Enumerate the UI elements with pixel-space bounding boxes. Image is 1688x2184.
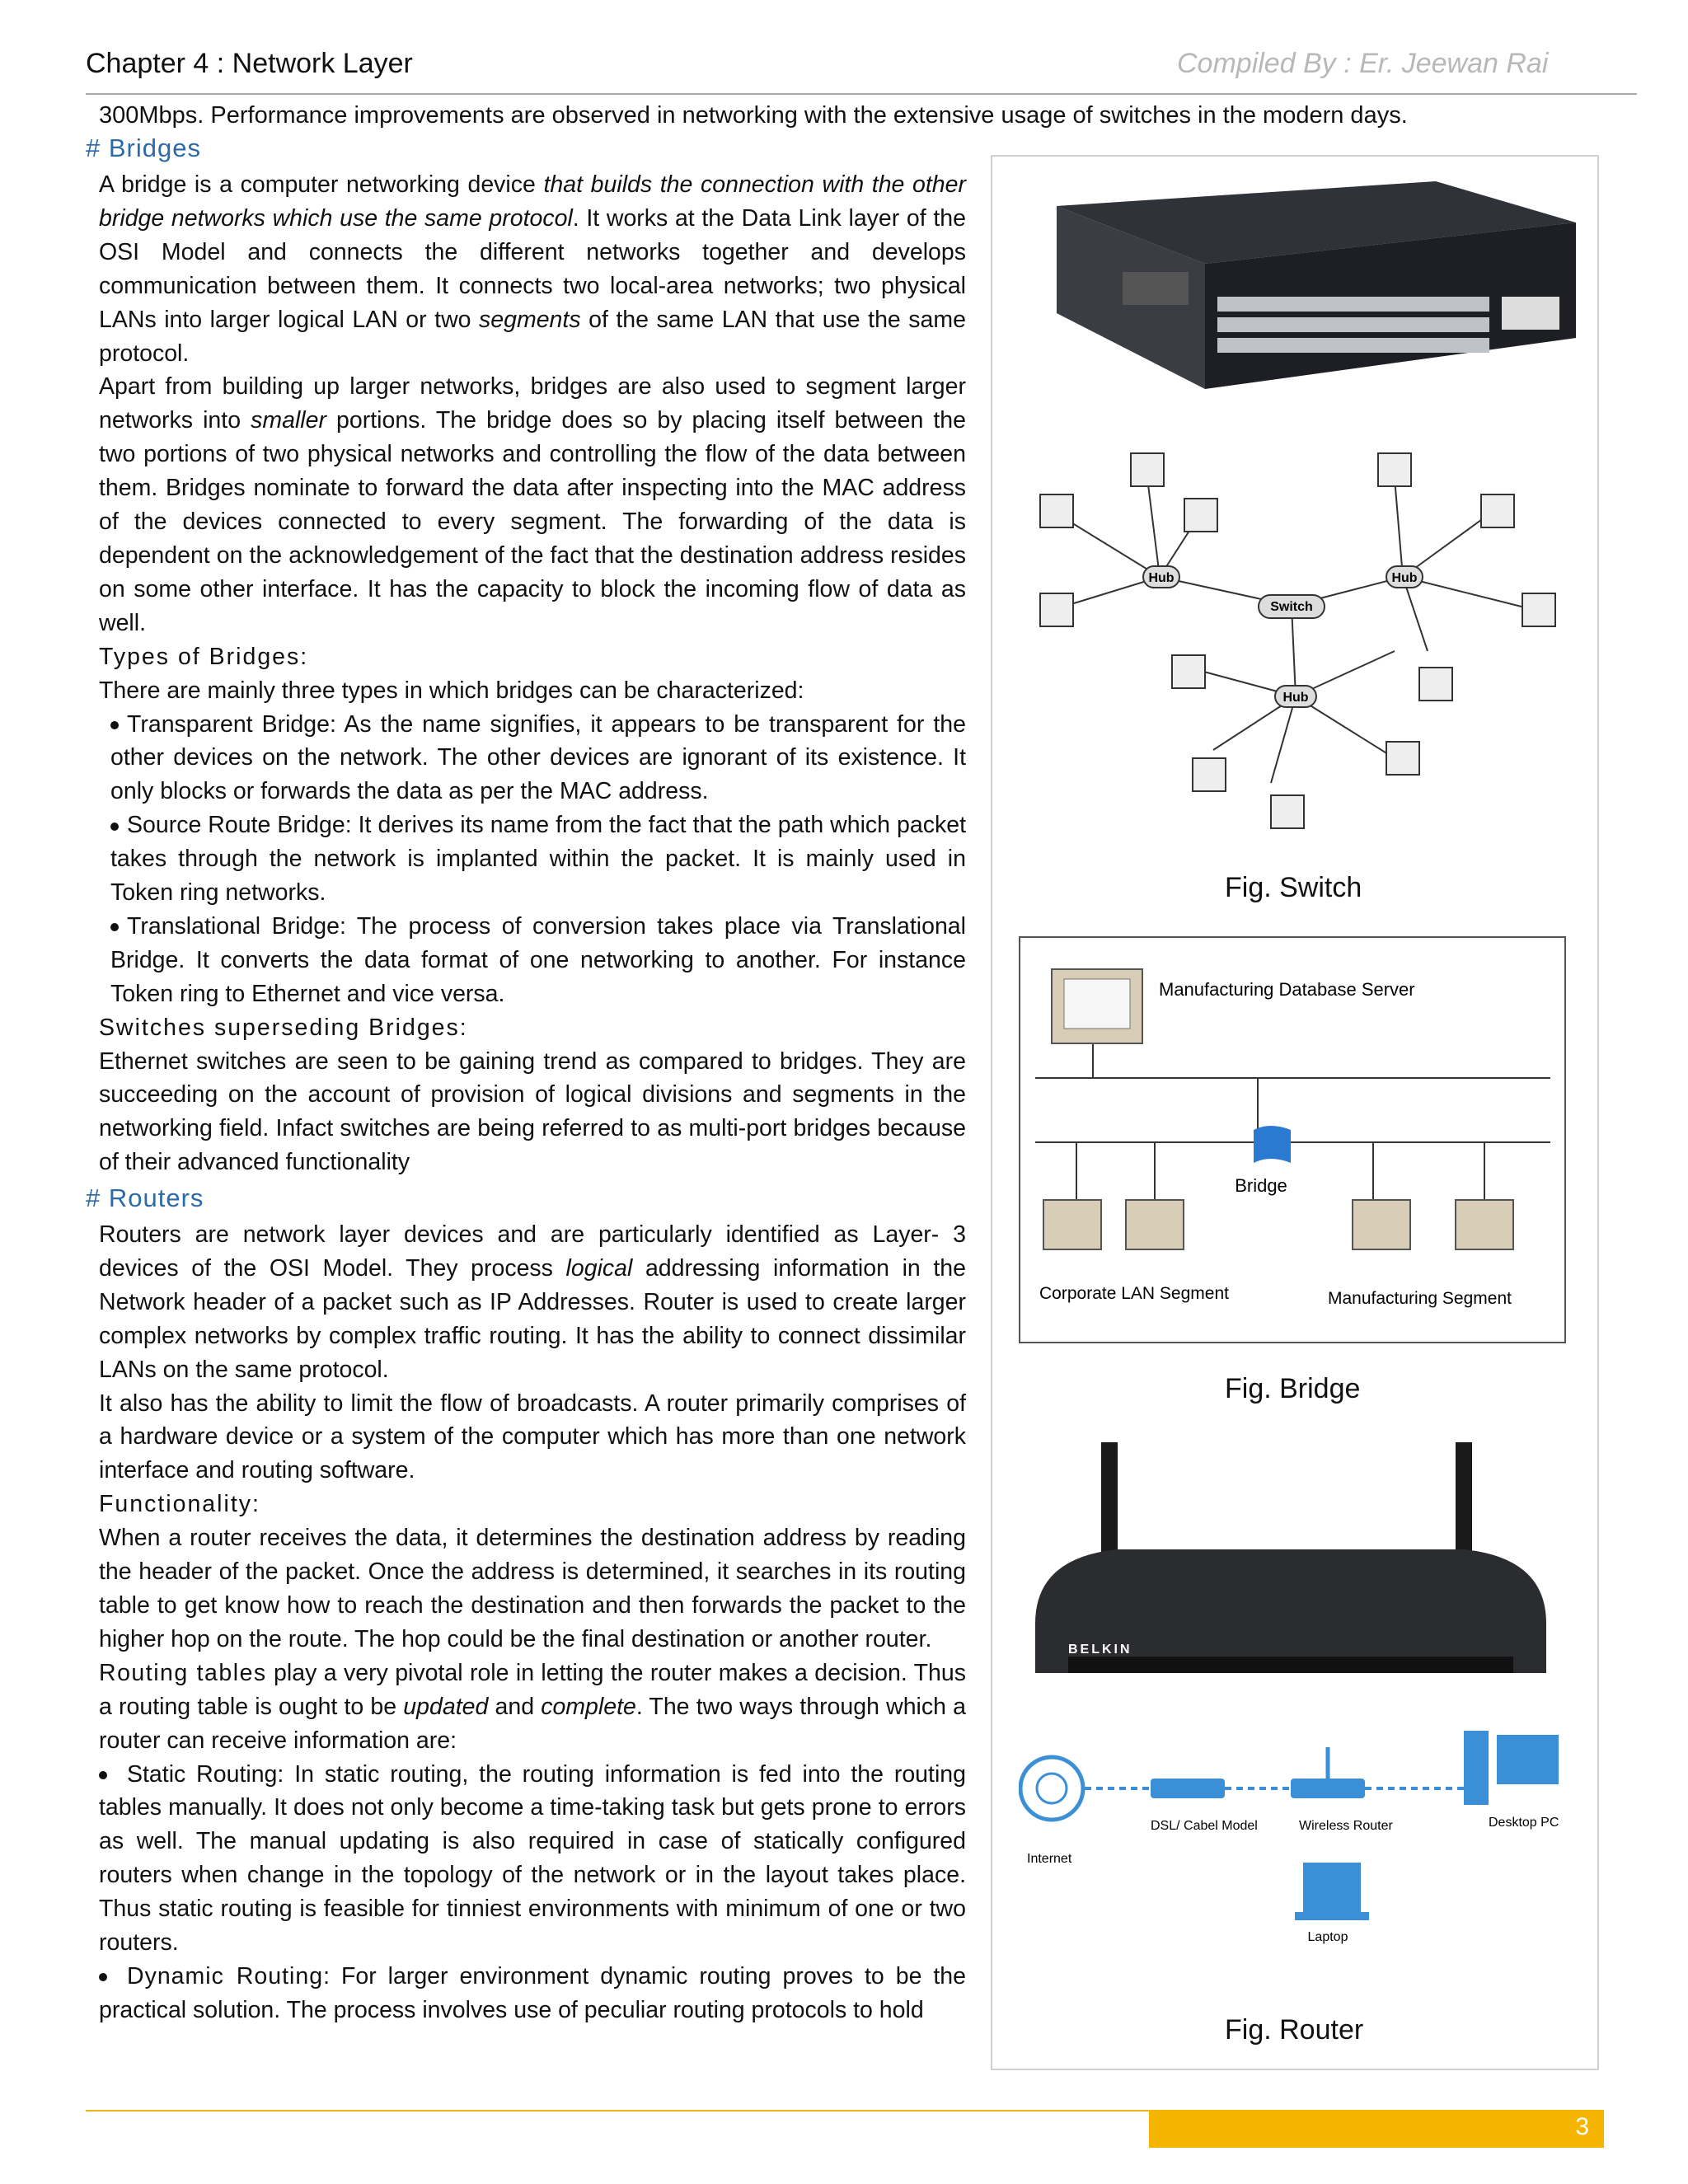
switch-label: Switch (1270, 600, 1313, 614)
functionality-paragraph: When a router receives the data, it dete… (99, 1525, 966, 1652)
bridges-body: A bridge is a computer networking device… (99, 168, 966, 1179)
footer-bar: 3 (1149, 2110, 1604, 2148)
types-heading: Types of Bridges: (99, 643, 309, 670)
page-number: 3 (1575, 2113, 1589, 2140)
types-intro: There are mainly three types in which br… (99, 677, 804, 704)
routers-paragraph-2: It also has the ability to limit the flo… (99, 1390, 966, 1484)
source-route-bridge-item: Source Route Bridge: It derives its name… (110, 812, 966, 907)
hub-label-bottom: Hub (1282, 691, 1308, 705)
bridge-server-label: Manufacturing Database Server (1159, 979, 1415, 1000)
modem-label: DSL/ Cabel Model (1151, 1819, 1258, 1833)
footer-divider (86, 2110, 1149, 2111)
router-caption: Fig. Router (1225, 2014, 1364, 2046)
dynamic-routing-item: Dynamic Routing: For larger environment … (99, 1962, 966, 2023)
bridge-caption: Fig. Bridge (1225, 1373, 1361, 1404)
hub-label-right: Hub (1391, 571, 1417, 585)
desktop-label: Desktop PC (1489, 1816, 1559, 1830)
bridge-diagram: Manufacturing Database Server Bridge Cor… (1019, 936, 1566, 1343)
router-photo: BELKIN (1035, 1442, 1546, 1673)
functionality-heading: Functionality: (99, 1491, 260, 1518)
laptop-label: Laptop (1308, 1930, 1348, 1944)
translational-bridge-item: Translational Bridge: The process of con… (110, 912, 966, 1007)
routers-body: Routers are network layer devices and ar… (99, 1218, 966, 2027)
chapter-title: Chapter 4 : Network Layer (86, 48, 413, 79)
author-credit: Compiled By : Er. Jeewan Rai (1177, 48, 1549, 79)
bridges-paragraph-2: Apart from building up larger networks, … (99, 373, 966, 636)
wireless-router-label: Wireless Router (1299, 1819, 1393, 1833)
switches-heading: Switches superseding Bridges: (99, 1014, 468, 1041)
routers-paragraph-1: Routers are network layer devices and ar… (99, 1221, 966, 1383)
bridge-label: Bridge (1235, 1175, 1287, 1196)
router-network-diagram: Internet DSL/ Cabel Model Wireless Route… (1019, 1731, 1559, 1944)
router-brand: BELKIN (1068, 1643, 1132, 1657)
internet-label: Internet (1027, 1852, 1072, 1866)
header-divider (86, 93, 1637, 95)
routing-tables-paragraph: Routing tables play a very pivotal role … (99, 1659, 966, 1754)
hub-label-left: Hub (1148, 571, 1174, 585)
routers-heading: # Routers (86, 1183, 204, 1212)
bridges-paragraph-1: A bridge is a computer networking device… (99, 171, 966, 367)
bridges-heading: # Bridges (86, 134, 201, 162)
static-routing-item: Static Routing: In static routing, the r… (99, 1760, 966, 1957)
switches-paragraph: Ethernet switches are seen to be gaining… (99, 1047, 966, 1176)
corporate-segment-label: Corporate LAN Segment (1039, 1284, 1229, 1303)
manufacturing-segment-label: Manufacturing Segment (1328, 1289, 1512, 1308)
continuation-line: 300Mbps. Performance improvements are ob… (99, 102, 1408, 129)
switch-topology-diagram: Hub Hub Switch Hub (1039, 452, 1556, 829)
transparent-bridge-item: Transparent Bridge: As the name signifie… (110, 710, 967, 805)
switch-photo (1057, 181, 1576, 389)
switch-caption: Fig. Switch (1225, 872, 1362, 903)
figures-panel (991, 155, 1599, 2070)
